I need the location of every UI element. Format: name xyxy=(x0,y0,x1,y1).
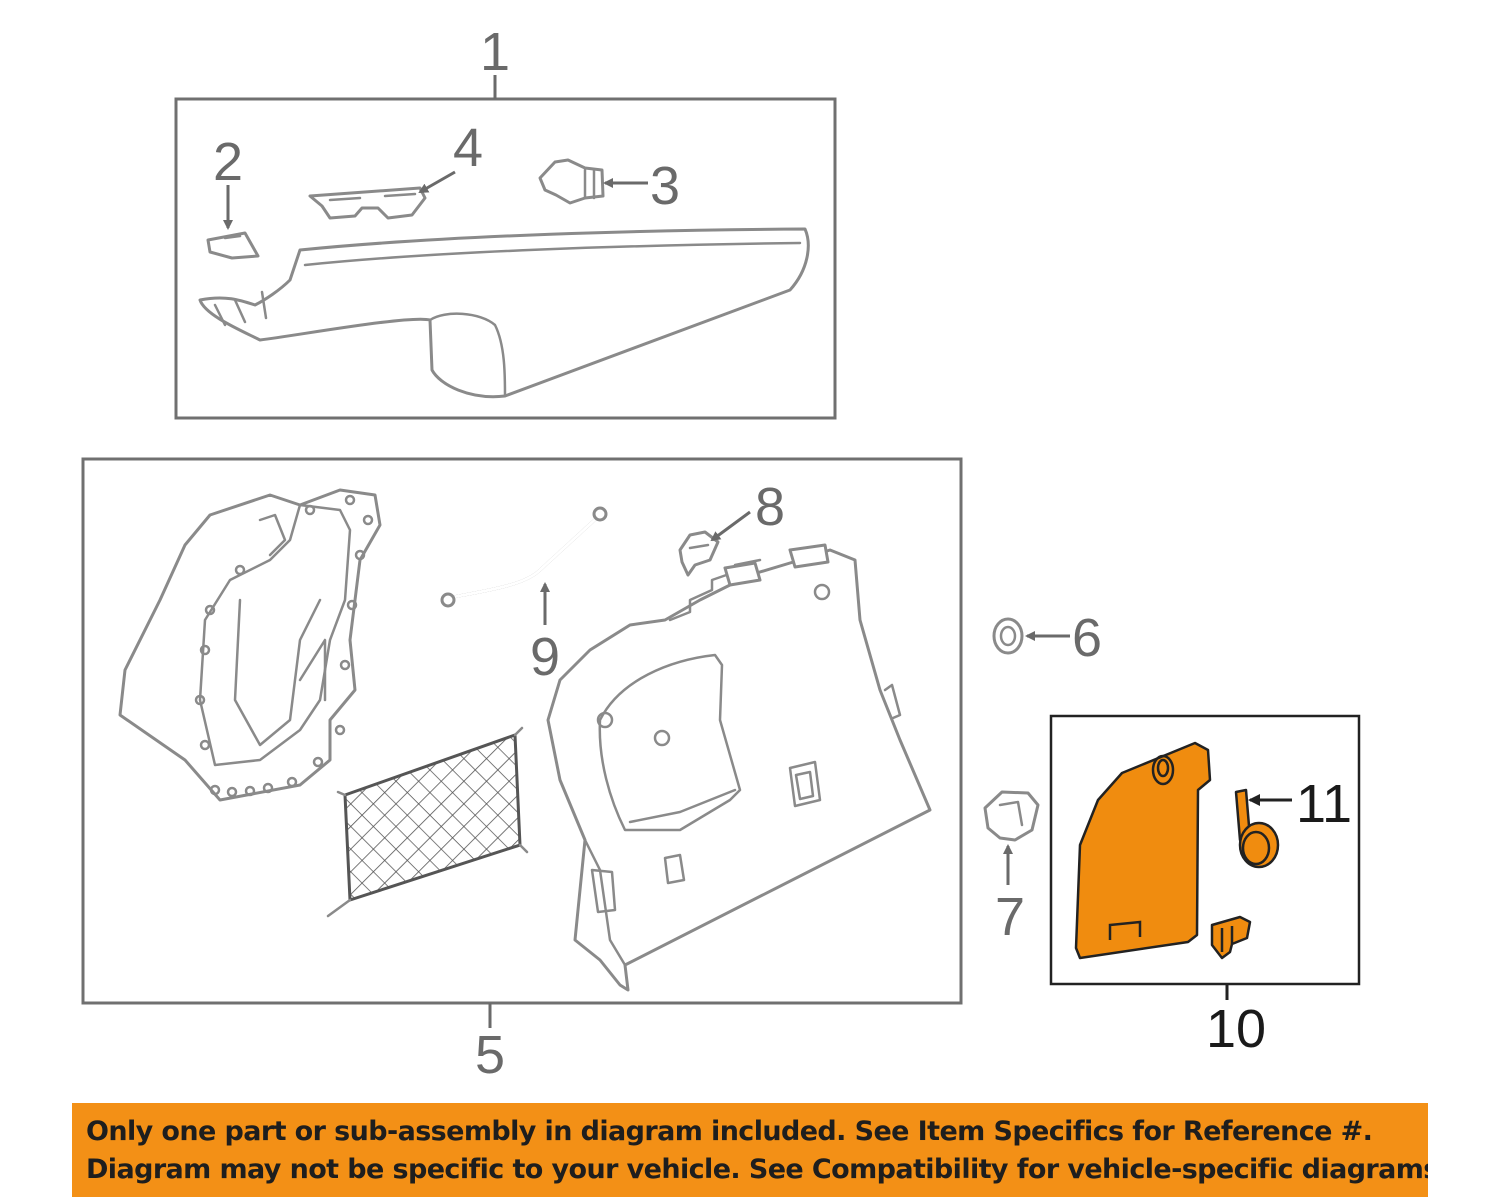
callout-2: 2 xyxy=(213,132,243,192)
box-10-frame xyxy=(1049,714,1361,986)
retainer-clip xyxy=(1210,915,1252,960)
box-5-frame xyxy=(81,457,963,1005)
callout-8: 8 xyxy=(755,477,785,537)
box-1-frame xyxy=(174,97,837,420)
cargo-net xyxy=(326,726,529,918)
wheelhouse-trim xyxy=(118,488,382,802)
upper-trim-panel xyxy=(198,227,810,399)
callout-10: 10 xyxy=(1206,999,1266,1059)
disclaimer-banner: Only one part or sub-assembly in diagram… xyxy=(72,1103,1428,1197)
access-door-panel xyxy=(1074,741,1212,960)
callout-11: 11 xyxy=(1296,774,1352,834)
callout-3: 3 xyxy=(650,156,680,216)
leader-4 xyxy=(418,170,456,194)
grommet-part-6 xyxy=(992,617,1024,655)
group-box-5: 5 xyxy=(81,457,963,1085)
bracket-part-4 xyxy=(308,186,427,220)
bracket-part-7 xyxy=(983,790,1040,842)
clip-part-2 xyxy=(206,231,260,260)
disclaimer-line-1: Only one part or sub-assembly in diagram… xyxy=(86,1116,1373,1147)
group-box-1: 1 2 4 3 xyxy=(174,22,837,420)
callout-9: 9 xyxy=(530,627,560,687)
callout-1: 1 xyxy=(480,22,510,82)
clip-part-3 xyxy=(538,158,605,205)
clip-part-8 xyxy=(678,530,720,577)
callout-6: 6 xyxy=(1072,608,1102,668)
quarter-trim-panel xyxy=(546,548,932,992)
rod-part-9 xyxy=(440,506,608,608)
group-box-10: 10 11 xyxy=(1049,714,1361,1059)
wheelhouse-holes xyxy=(194,494,374,798)
callout-7: 7 xyxy=(995,887,1025,947)
callout-5: 5 xyxy=(475,1025,505,1085)
disclaimer-line-2: Diagram may not be specific to your vehi… xyxy=(86,1154,1428,1185)
panel-clips xyxy=(723,543,830,587)
fastener-part-11 xyxy=(1234,788,1280,869)
callout-4: 4 xyxy=(453,118,483,178)
leader-8 xyxy=(710,510,751,542)
